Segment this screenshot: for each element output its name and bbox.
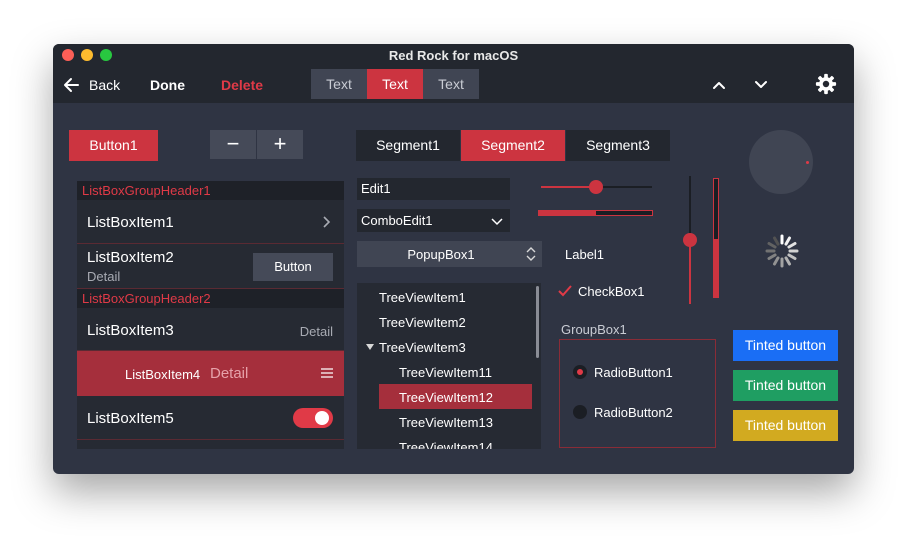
list-item-detail: Detail bbox=[299, 324, 333, 339]
edit1-input[interactable]: Edit1 bbox=[357, 178, 510, 200]
list-item-button[interactable]: Button bbox=[253, 253, 333, 281]
chevron-down-icon[interactable] bbox=[491, 216, 503, 226]
tree-item[interactable]: TreeViewItem11 bbox=[399, 365, 492, 380]
radio-button-2[interactable]: RadioButton2 bbox=[573, 403, 733, 421]
groupbox-title: GroupBox1 bbox=[561, 322, 627, 337]
toolbar-segment-1[interactable]: Text bbox=[311, 69, 367, 99]
tree-view: TreeViewItem1 TreeViewItem2 TreeViewItem… bbox=[357, 283, 541, 449]
arrow-left-icon bbox=[64, 78, 79, 92]
disclosure-triangle-icon[interactable] bbox=[366, 344, 374, 350]
stepper-plus-button[interactable]: + bbox=[257, 130, 303, 159]
toolbar-segment-3[interactable]: Text bbox=[423, 69, 479, 99]
delete-button[interactable]: Delete bbox=[221, 77, 264, 93]
button1[interactable]: Button1 bbox=[69, 130, 158, 161]
stepper-minus-button[interactable]: − bbox=[210, 130, 256, 159]
radio-dot bbox=[577, 369, 583, 375]
gear-icon[interactable] bbox=[815, 73, 837, 95]
list-item-detail: Detail bbox=[87, 269, 121, 284]
vertical-slider-fill bbox=[689, 240, 691, 304]
tinted-button-yellow[interactable]: Tinted button bbox=[733, 410, 838, 441]
minimize-window-button[interactable] bbox=[81, 49, 93, 61]
tree-item-selected[interactable]: TreeViewItem12 bbox=[379, 384, 532, 409]
list-item-label: ListBoxItem2 bbox=[87, 249, 174, 266]
radio-circle bbox=[573, 405, 587, 419]
list-item-label: ListBoxItem3 bbox=[87, 322, 174, 339]
chevron-down-icon[interactable] bbox=[753, 77, 769, 93]
radio-button-1[interactable]: RadioButton1 bbox=[573, 363, 733, 381]
tinted-button-green[interactable]: Tinted button bbox=[733, 370, 838, 401]
checkbox1[interactable]: CheckBox1 bbox=[558, 282, 658, 302]
segment-3[interactable]: Segment3 bbox=[566, 130, 670, 161]
toolbar-segment-2[interactable]: Text bbox=[367, 69, 423, 99]
listbox: ListBoxGroupHeader1 ListBoxItem1 ListBox… bbox=[77, 181, 344, 449]
label1: Label1 bbox=[565, 247, 605, 262]
list-item-4-selected[interactable]: ListBoxItem4 Detail bbox=[77, 351, 344, 396]
rotary-knob[interactable] bbox=[749, 130, 813, 194]
tree-item[interactable]: TreeViewItem13 bbox=[399, 415, 493, 430]
radio-circle bbox=[573, 365, 587, 379]
popupbox1-value: PopupBox1 bbox=[407, 247, 475, 262]
done-button[interactable]: Done bbox=[150, 77, 185, 93]
zoom-window-button[interactable] bbox=[100, 49, 112, 61]
segment-2[interactable]: Segment2 bbox=[461, 130, 565, 161]
toggle-thumb bbox=[315, 411, 329, 425]
popupbox1[interactable]: PopupBox1 bbox=[357, 241, 542, 267]
back-label: Back bbox=[89, 77, 121, 93]
chevron-up-icon[interactable] bbox=[711, 77, 727, 93]
listbox-group-header-1: ListBoxGroupHeader1 bbox=[77, 181, 344, 200]
comboedit1[interactable]: ComboEdit1 bbox=[357, 209, 510, 232]
horizontal-slider-fill bbox=[541, 186, 596, 188]
toolbar: Back Done Delete Text Text Text bbox=[53, 66, 854, 103]
groupbox: RadioButton1 RadioButton2 bbox=[559, 339, 716, 448]
horizontal-progress-fill bbox=[539, 211, 596, 215]
segment-1[interactable]: Segment1 bbox=[356, 130, 460, 161]
list-item-label: ListBoxItem1 bbox=[87, 214, 174, 231]
vertical-progress-bar bbox=[713, 178, 719, 298]
up-down-arrows-icon bbox=[526, 247, 536, 261]
list-item-3[interactable]: ListBoxItem3 Detail bbox=[77, 308, 344, 351]
checkmark-icon bbox=[558, 285, 572, 297]
radio-label: RadioButton2 bbox=[594, 405, 673, 420]
vertical-slider-thumb[interactable] bbox=[683, 233, 697, 247]
tree-item-label: TreeViewItem12 bbox=[399, 390, 493, 405]
tree-scrollbar[interactable] bbox=[536, 286, 539, 358]
listbox-group-header-2: ListBoxGroupHeader2 bbox=[77, 289, 344, 308]
title-bar: Red Rock for macOS bbox=[53, 44, 854, 66]
comboedit1-value: ComboEdit1 bbox=[361, 213, 433, 228]
drag-handle-icon[interactable] bbox=[320, 367, 334, 379]
list-item-detail: Detail bbox=[210, 365, 249, 382]
horizontal-slider-thumb[interactable] bbox=[589, 180, 603, 194]
window-title: Red Rock for macOS bbox=[388, 48, 519, 63]
chevron-right-icon bbox=[323, 216, 331, 228]
close-window-button[interactable] bbox=[62, 49, 74, 61]
activity-spinner-icon bbox=[765, 234, 799, 268]
list-item-1[interactable]: ListBoxItem1 bbox=[77, 200, 344, 244]
radio-label: RadioButton1 bbox=[594, 365, 673, 380]
horizontal-progress-bar bbox=[538, 210, 653, 216]
tinted-button-blue[interactable]: Tinted button bbox=[733, 330, 838, 361]
list-item-2[interactable]: ListBoxItem2 Detail Button bbox=[77, 244, 344, 289]
tree-item[interactable]: TreeViewItem2 bbox=[379, 315, 466, 330]
list-item-label: ListBoxItem5 bbox=[87, 410, 174, 427]
tree-item[interactable]: TreeViewItem14 bbox=[399, 440, 493, 449]
app-window: Red Rock for macOS Back Done Delete Text… bbox=[53, 44, 854, 474]
checkbox1-label: CheckBox1 bbox=[578, 284, 645, 299]
tree-item[interactable]: TreeViewItem3 bbox=[379, 340, 466, 355]
list-item-toggle[interactable] bbox=[293, 408, 333, 428]
vertical-progress-fill bbox=[714, 239, 718, 297]
knob-indicator bbox=[806, 161, 809, 164]
tree-item[interactable]: TreeViewItem1 bbox=[379, 290, 466, 305]
list-item-5[interactable]: ListBoxItem5 bbox=[77, 396, 344, 440]
list-item-label: ListBoxItem4 bbox=[125, 367, 201, 382]
